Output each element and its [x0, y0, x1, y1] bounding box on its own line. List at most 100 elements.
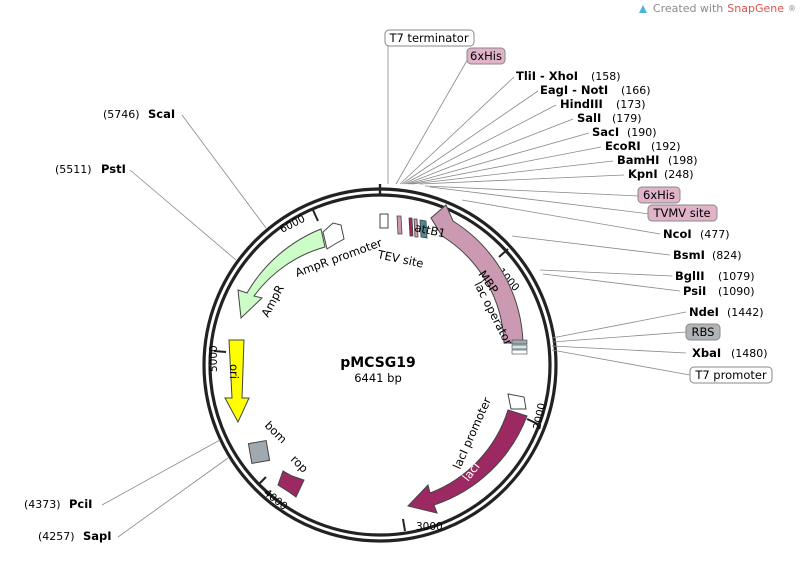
site-position: (158)	[591, 70, 621, 83]
site-position: (5511)	[55, 163, 92, 176]
ampr-arrow	[237, 228, 326, 320]
site-position: (192)	[651, 140, 681, 153]
site-ecori[interactable]: EcoRI (192)	[605, 139, 681, 153]
site-psii[interactable]: PsiI (1090)	[683, 284, 755, 298]
site-position: (198)	[668, 154, 698, 167]
credit-brand[interactable]: SnapGene	[727, 2, 784, 15]
plasmid-name: pMCSG19	[340, 355, 416, 371]
rbs-block	[511, 339, 528, 345]
snapgene-logo-icon	[638, 4, 647, 13]
site-position: (4257)	[38, 530, 75, 543]
site-name: XbaI	[692, 346, 721, 360]
credit-prefix: Created with	[652, 2, 724, 15]
his-tag-block	[396, 215, 403, 235]
site-bglii[interactable]: BglII (1079)	[675, 269, 755, 283]
site-name: HindIII	[560, 97, 603, 111]
site-sali[interactable]: SalI (179)	[577, 111, 642, 125]
site-name: ScaI	[148, 107, 175, 121]
rop-arrow	[277, 470, 305, 498]
tvmv-site-box[interactable]	[647, 204, 718, 222]
site-name: SacI	[592, 125, 619, 139]
ori-label: ori	[227, 364, 241, 379]
tick-label-5000: 5000	[208, 345, 220, 372]
site-eagi-noti[interactable]: EagI - NotI (166)	[540, 83, 651, 97]
site-hindiii[interactable]: HindIII (173)	[560, 97, 646, 111]
t7-terminator-label: T7 terminator	[388, 31, 468, 45]
attb1-label: attB1	[413, 220, 447, 240]
his-tag-top-label: 6xHis	[470, 49, 502, 63]
tick-label-2000: 2000	[531, 402, 548, 431]
his-tag-top-box[interactable]	[466, 47, 506, 65]
site-name: BsmI	[673, 248, 705, 262]
rop-label: rop	[288, 452, 311, 475]
site-name: SapI	[83, 529, 112, 543]
site-xbai[interactable]: XbaI (1480)	[692, 346, 768, 360]
site-ndei[interactable]: NdeI (1442)	[689, 305, 764, 319]
site-ncoi[interactable]: NcoI (477)	[663, 227, 730, 241]
site-name: PsiI	[683, 284, 706, 298]
site-bamhi[interactable]: BamHI (198)	[617, 153, 698, 167]
site-name: NcoI	[663, 227, 692, 241]
site-bsmi[interactable]: BsmI (824)	[673, 248, 742, 262]
t7-terminator-block	[379, 213, 389, 229]
t7-terminator-box[interactable]	[384, 29, 475, 47]
tev-site-label: TEV site	[375, 247, 424, 271]
tev-block	[408, 217, 414, 237]
site-kpni[interactable]: KpnI (248)	[628, 167, 694, 181]
site-name: KpnI	[628, 167, 658, 181]
site-scai[interactable]: (5746) ScaI	[103, 107, 175, 121]
laci-arrow	[407, 409, 528, 514]
t7-promoter-block	[511, 349, 528, 355]
site-position: (5746)	[103, 108, 140, 121]
site-name: SalI	[577, 111, 601, 125]
his-tag-mid-label: 6xHis	[643, 188, 675, 202]
attb1-block	[419, 219, 428, 239]
credit-mark: ®	[788, 4, 796, 13]
ori-arrow	[224, 339, 250, 424]
site-name: NdeI	[689, 305, 719, 319]
site-pcii[interactable]: (4373) PciI	[24, 497, 92, 511]
rbs-label: RBS	[692, 325, 715, 339]
bom-block	[247, 440, 271, 464]
site-name: EagI - NotI	[540, 83, 608, 97]
site-tlii-xhoi[interactable]: TliI - XhoI (158)	[516, 69, 621, 83]
scale-ticks	[213, 209, 539, 532]
ampr-promoter-arrow	[322, 222, 345, 250]
site-sapi[interactable]: (4257) SapI	[38, 529, 112, 543]
site-position: (248)	[664, 168, 694, 181]
t7-promoter-label: T7 promoter	[694, 368, 767, 382]
leader-lines	[101, 45, 691, 538]
site-psti[interactable]: (5511) PstI	[55, 162, 126, 176]
site-position: (1480)	[731, 347, 768, 360]
site-name: BamHI	[617, 153, 659, 167]
lac-operator-block	[511, 344, 528, 350]
tick-label-6000: 6000	[278, 213, 307, 236]
site-position: (179)	[612, 112, 642, 125]
site-position: (824)	[712, 249, 742, 262]
site-position: (190)	[627, 126, 657, 139]
site-position: (1079)	[718, 270, 755, 283]
site-name: PciI	[69, 497, 92, 511]
site-saci[interactable]: SacI (190)	[592, 125, 657, 139]
rbs-box[interactable]	[685, 323, 721, 341]
site-position: (4373)	[24, 498, 61, 511]
laci-promoter-arrow	[507, 393, 527, 410]
site-position: (1442)	[727, 306, 764, 319]
tvmv-site-label: TVMV site	[652, 206, 710, 220]
t7-promoter-box[interactable]	[689, 366, 773, 384]
tick-label-3000: 3000	[416, 521, 443, 533]
tvmv-block	[413, 218, 419, 238]
his-tag-mid-box[interactable]	[637, 186, 681, 204]
plasmid-size: 6441 bp	[354, 371, 402, 385]
site-name: BglII	[675, 269, 705, 283]
snapgene-credit: Created with SnapGene ®	[637, 2, 796, 15]
site-position: (477)	[700, 228, 730, 241]
site-position: (173)	[616, 98, 646, 111]
site-name: TliI - XhoI	[516, 69, 578, 83]
site-position: (166)	[621, 84, 651, 97]
site-name: PstI	[101, 162, 126, 176]
ampr-label: AmpR	[258, 282, 286, 319]
site-position: (1090)	[718, 285, 755, 298]
site-name: EcoRI	[605, 139, 641, 153]
